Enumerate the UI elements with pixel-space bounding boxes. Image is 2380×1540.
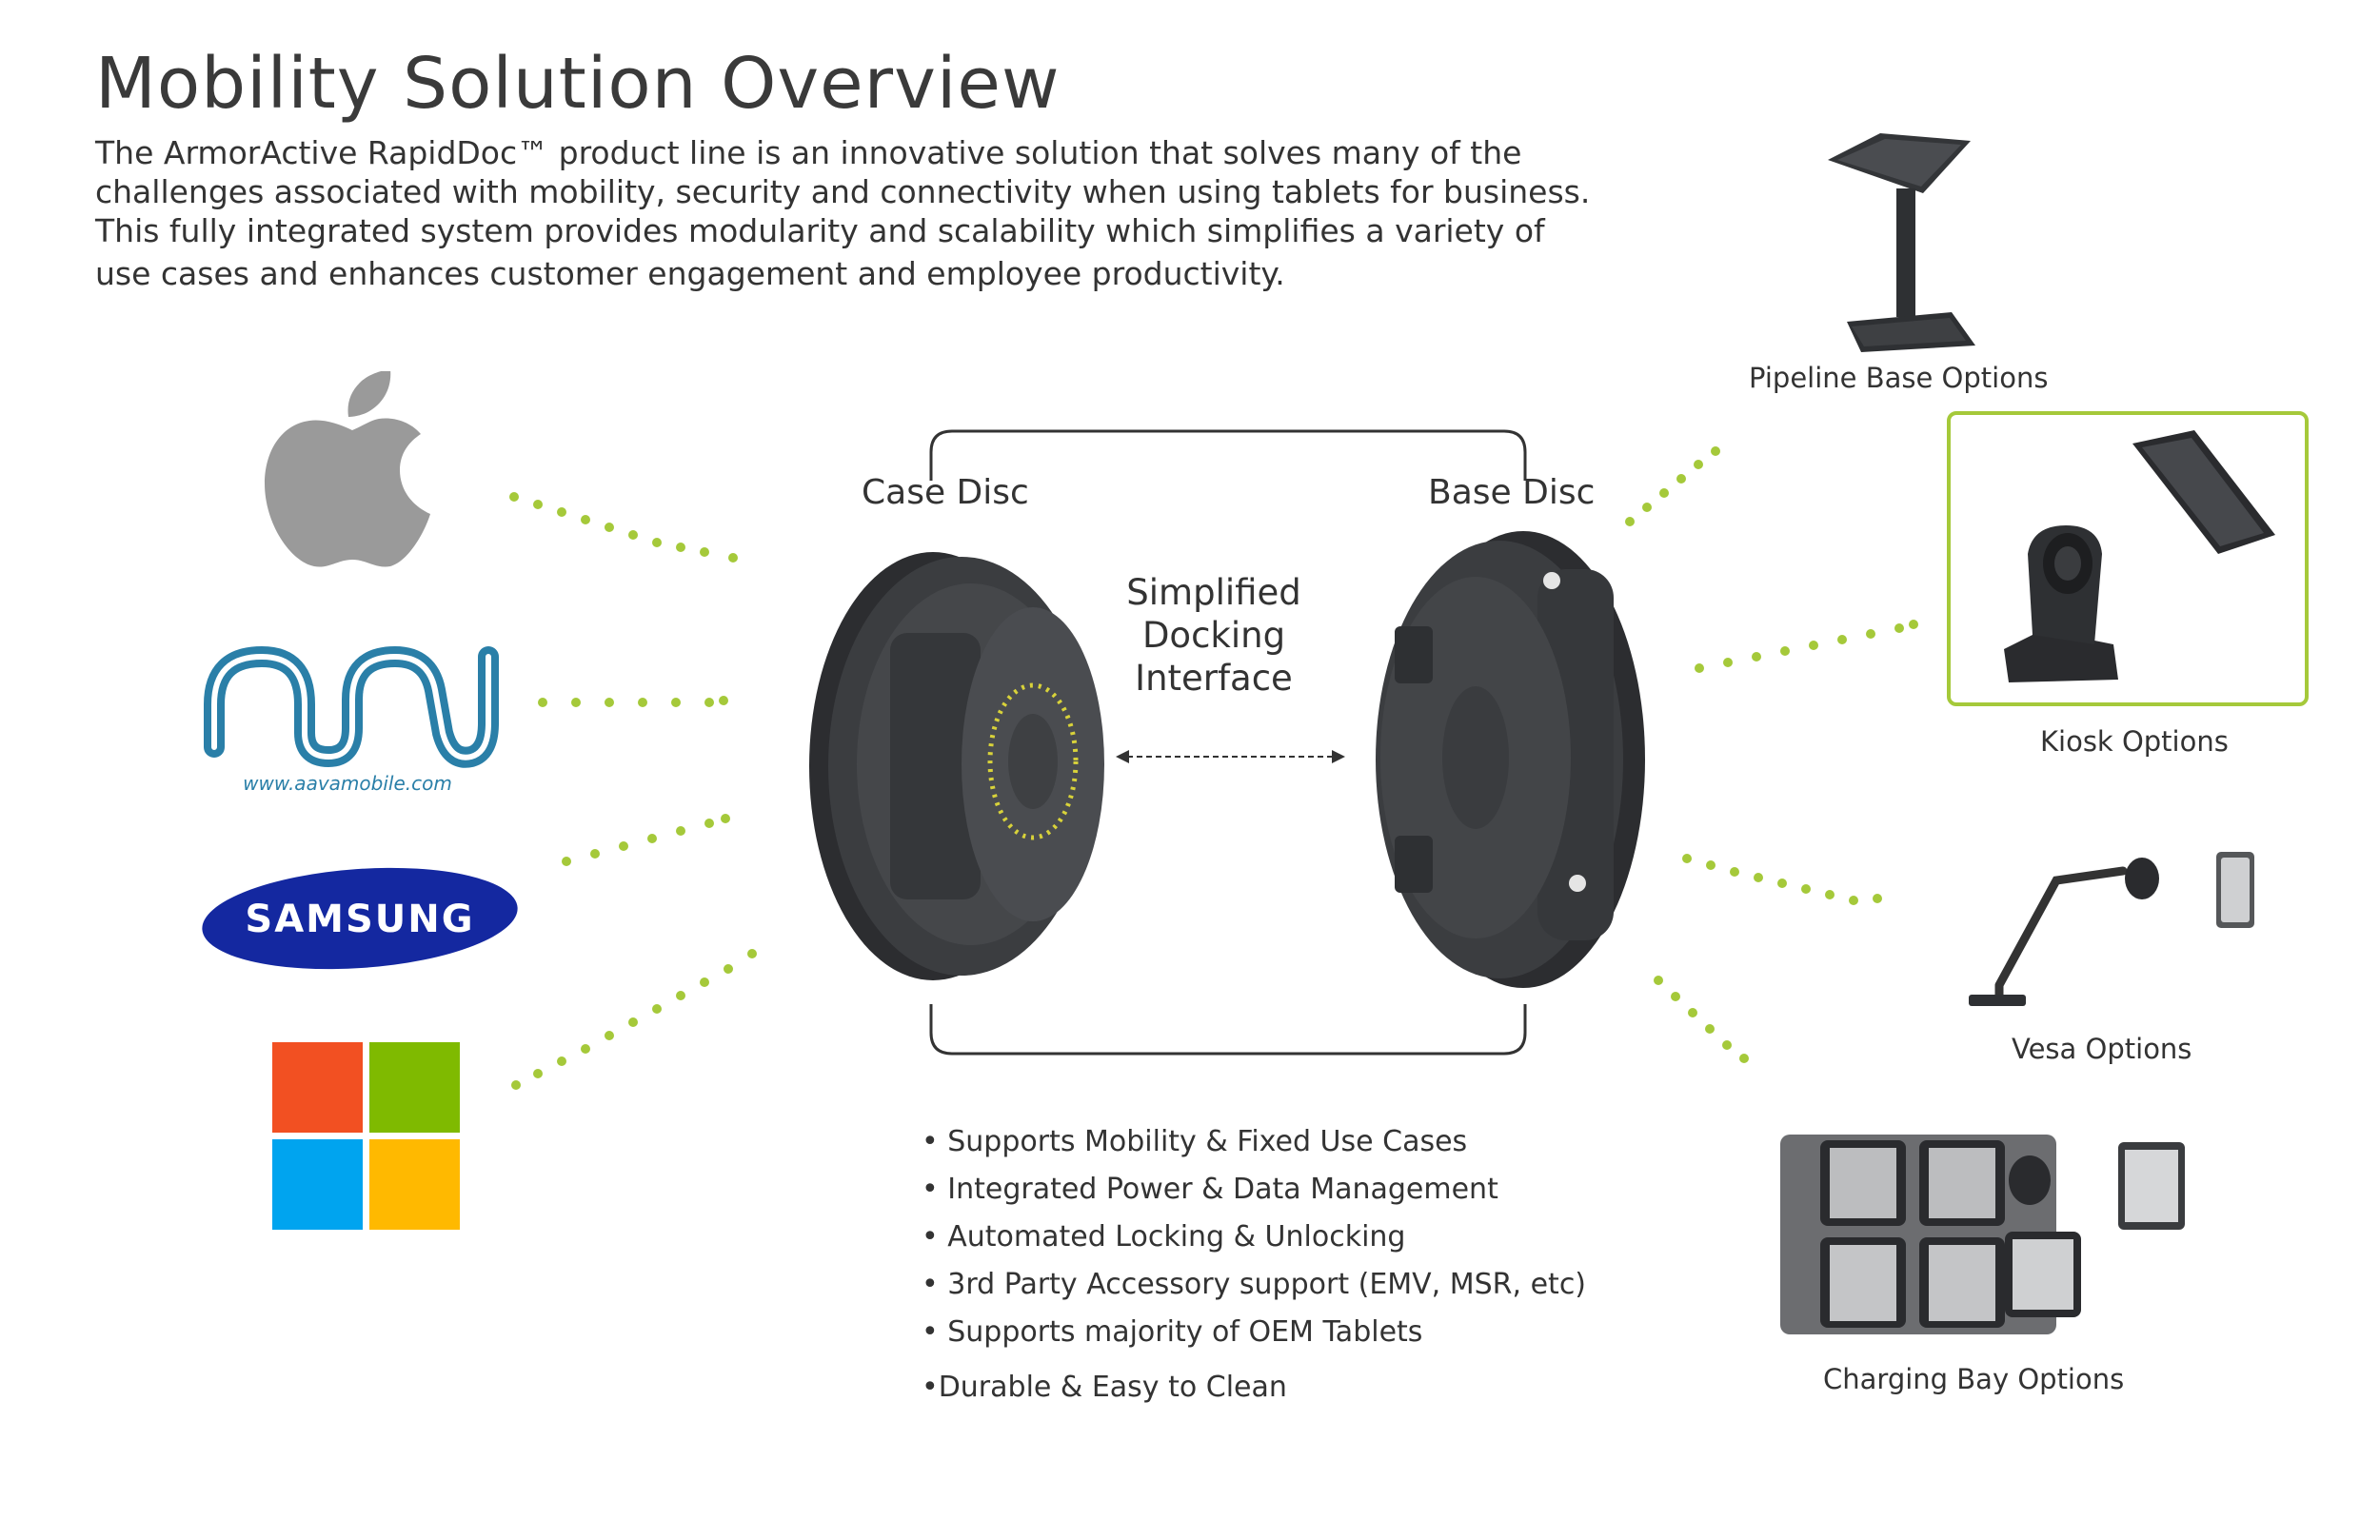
case-disc-image <box>809 552 1104 980</box>
feature-list: • Supports Mobility & Fixed Use Cases • … <box>922 1118 1586 1412</box>
aava-url: www.aavamobile.com <box>243 772 452 795</box>
page-title: Mobility Solution Overview <box>95 43 1061 125</box>
case-disc-label: Case Disc <box>862 473 1029 512</box>
samsung-logo-icon: SAMSUNG <box>202 867 518 970</box>
pipeline-stand-image <box>1828 133 1975 352</box>
charging-bay-options-label: Charging Bay Options <box>1823 1363 2125 1395</box>
charging-bay-image <box>1780 1135 2185 1334</box>
vesa-arm-image <box>1969 852 2254 1006</box>
docking-interface-label: Simplified Docking Interface <box>1095 571 1333 700</box>
docking-label-line: Interface <box>1135 658 1293 699</box>
vesa-options-label: Vesa Options <box>2012 1033 2192 1065</box>
intro-paragraph: The ArmorActive RapidDoc™ product line i… <box>95 133 1656 293</box>
feature-item: • Automated Locking & Unlocking <box>922 1220 1406 1254</box>
intro-line: This fully integrated system provides mo… <box>95 212 1545 249</box>
feature-item: • Integrated Power & Data Management <box>922 1173 1498 1206</box>
base-disc-image <box>1376 531 1645 988</box>
intro-line: use cases and enhances customer engageme… <box>95 255 1285 292</box>
feature-item: • 3rd Party Accessory support (EMV, MSR,… <box>922 1268 1587 1301</box>
base-disc-label: Base Disc <box>1428 473 1596 512</box>
samsung-wordmark: SAMSUNG <box>245 898 474 941</box>
feature-item: • Supports Mobility & Fixed Use Cases <box>922 1125 1468 1158</box>
disc-brackets <box>929 429 1527 1056</box>
intro-line: challenges associated with mobility, sec… <box>95 173 1591 210</box>
intro-line: The ArmorActive RapidDoc™ product line i… <box>95 134 1522 171</box>
aava-logo-icon: www.aavamobile.com <box>204 645 499 795</box>
docking-label-line: Docking <box>1141 615 1286 656</box>
kiosk-options-frame <box>1947 411 2309 706</box>
feature-item: •Durable & Easy to Clean <box>922 1371 1287 1404</box>
apple-logo-icon <box>265 371 430 567</box>
docking-arrow <box>1116 750 1345 763</box>
kiosk-options-label: Kiosk Options <box>2040 725 2229 758</box>
docking-label-line: Simplified <box>1126 572 1301 613</box>
pipeline-options-label: Pipeline Base Options <box>1749 362 2049 394</box>
kiosk-image <box>2004 430 2275 682</box>
windows-logo-icon <box>272 1042 460 1230</box>
feature-item: • Supports majority of OEM Tablets <box>922 1315 1423 1349</box>
